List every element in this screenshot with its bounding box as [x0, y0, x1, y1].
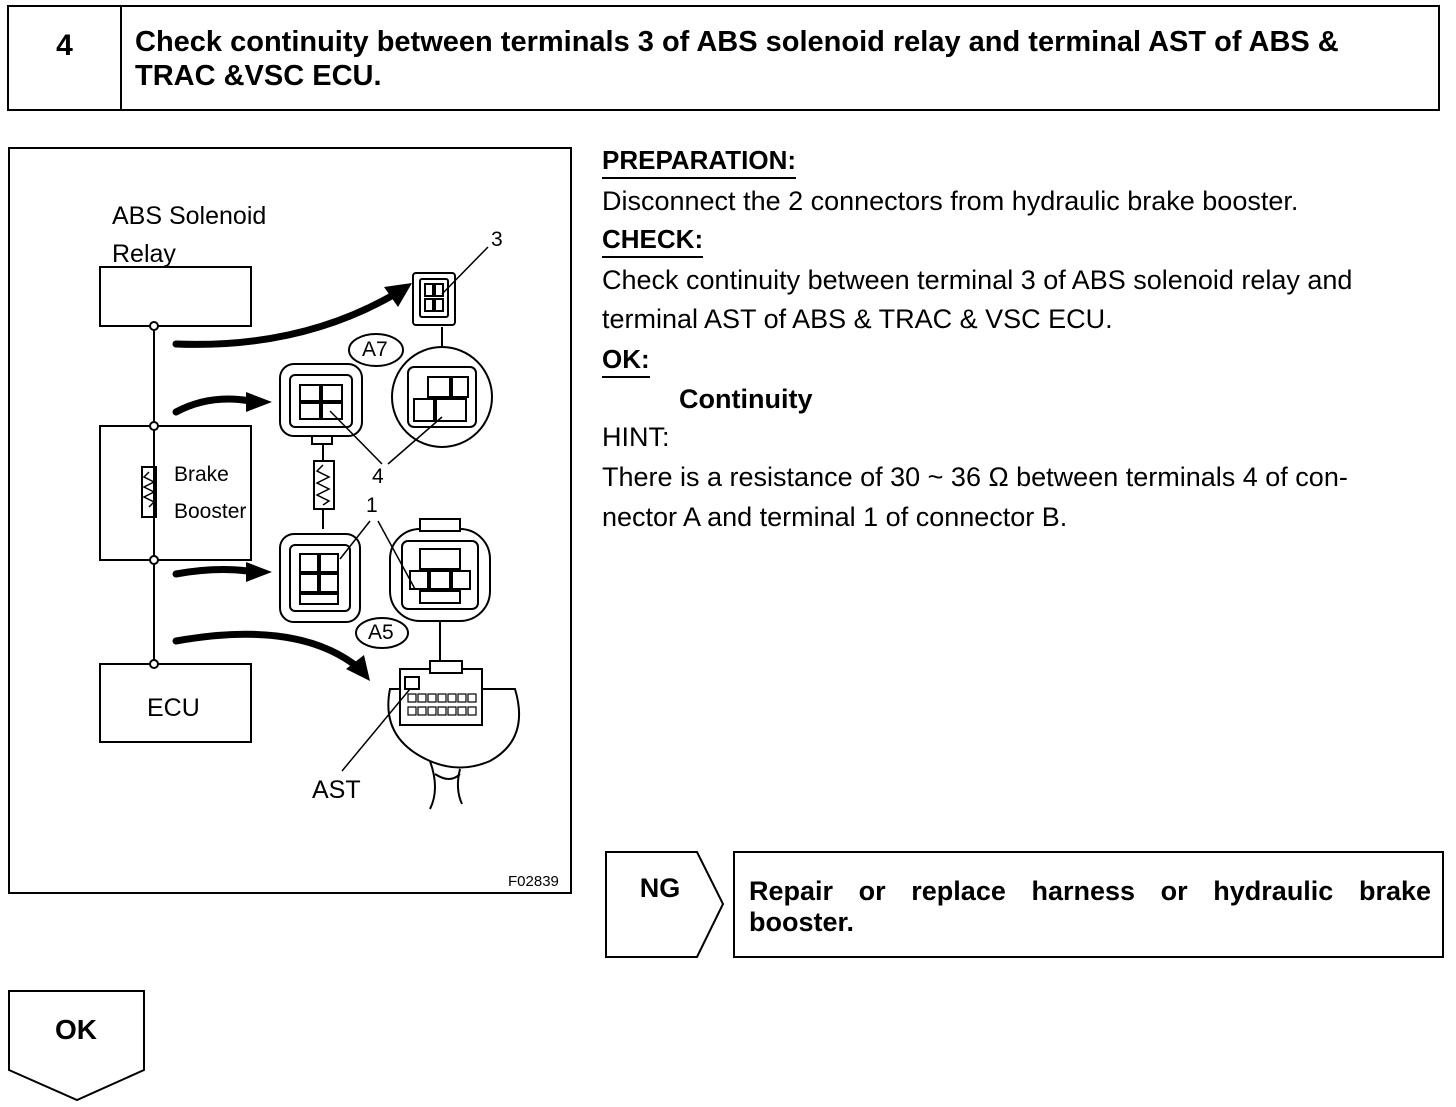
step-header: 4 Check continuity between terminals 3 o…	[7, 5, 1440, 111]
hint-label: HINT:	[602, 422, 670, 452]
step-title: Check continuity between terminals 3 of …	[135, 26, 1339, 92]
ok-arrow-shape	[8, 990, 145, 1102]
abs-relay-label-2: Relay	[112, 240, 176, 268]
brake-label-2: Booster	[174, 500, 247, 523]
terminal-1-label: 1	[366, 494, 378, 517]
preparation-text: Disconnect the 2 connectors from hydraul…	[602, 186, 1299, 216]
hint-text-2: nector A and terminal 1 of connector B.	[602, 502, 1068, 532]
connector-a7-label: A7	[362, 338, 388, 361]
terminal-ast-label: AST	[312, 776, 361, 804]
abs-relay-box	[99, 266, 252, 327]
check-text-1: Check continuity between terminal 3 of A…	[602, 265, 1353, 295]
ok-label: OK	[55, 1014, 97, 1045]
ok-branch: OK	[8, 990, 146, 1102]
arrow-to-relay-connector	[172, 290, 399, 348]
abs-relay-label-1: ABS Solenoid	[112, 202, 267, 230]
check-label: CHECK:	[602, 224, 704, 258]
wiring-diagram	[99, 246, 521, 810]
ng-arrow-shape	[605, 851, 725, 958]
wiring-figure: ABS Solenoid Relay Brake Booster ECU 3 4…	[8, 147, 572, 894]
connector-a5-label: A5	[368, 621, 394, 644]
ok-spec-value: Continuity	[679, 384, 813, 414]
brake-booster-box	[99, 425, 252, 561]
ng-branch: NG	[605, 851, 725, 958]
ng-label: NG	[639, 873, 681, 903]
brake-label-1: Brake	[174, 463, 229, 486]
figure-code: F02839	[508, 873, 559, 890]
ok-spec-label: OK:	[602, 344, 650, 378]
ecu-box	[99, 663, 252, 743]
check-text-2: terminal AST of ABS & TRAC & VSC ECU.	[602, 304, 1113, 334]
preparation-label: PREPARATION:	[602, 145, 797, 179]
step-number: 4	[9, 7, 122, 109]
ecu-label: ECU	[147, 694, 200, 722]
ng-action-box: Repair or replace harness or hydraulic b…	[733, 851, 1444, 958]
hint-text-1: There is a resistance of 30 ~ 36 Ω betwe…	[602, 462, 1348, 492]
terminal-3-label: 3	[491, 228, 503, 251]
terminal-4-label: 4	[372, 465, 384, 488]
ng-action-text: Repair or replace harness or hydraulic b…	[749, 876, 1431, 937]
